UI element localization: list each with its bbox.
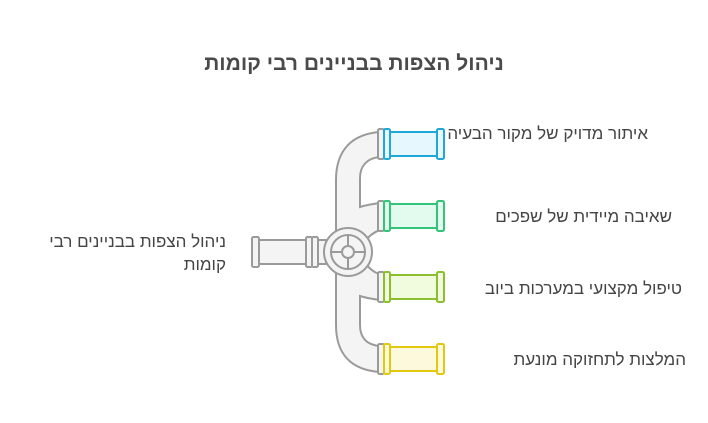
branch-flange-inner-1 — [383, 128, 391, 160]
branch-flange-outer-3 — [436, 271, 445, 303]
diagram-title: ניהול הצפות בבניינים רבי קומות — [204, 52, 504, 75]
branch-flange-inner-3 — [383, 271, 391, 303]
branch-flange-outer-1 — [436, 128, 445, 160]
source-flange-left — [251, 236, 260, 268]
branch-flange-outer-2 — [436, 200, 445, 232]
source-label: ניהול הצפות בבניינים רבי קומות — [49, 232, 226, 274]
branch-pipe-1 — [387, 131, 441, 157]
branch-label-1: איתור מדויק של מקור הבעיה — [447, 124, 648, 143]
branch-label-3: טיפול מקצועי במערכות ביוב — [484, 279, 682, 298]
branch-flange-outer-4 — [436, 343, 445, 375]
branch-flange-inner-2 — [383, 200, 391, 232]
branch-pipe-4 — [387, 346, 441, 372]
branch-label-2: שאיבה מיידית של שפכים — [495, 207, 672, 226]
branch-label-4: המלצות לתחזוקה מונעת — [513, 350, 687, 369]
branch-flange-inner-4 — [383, 343, 391, 375]
